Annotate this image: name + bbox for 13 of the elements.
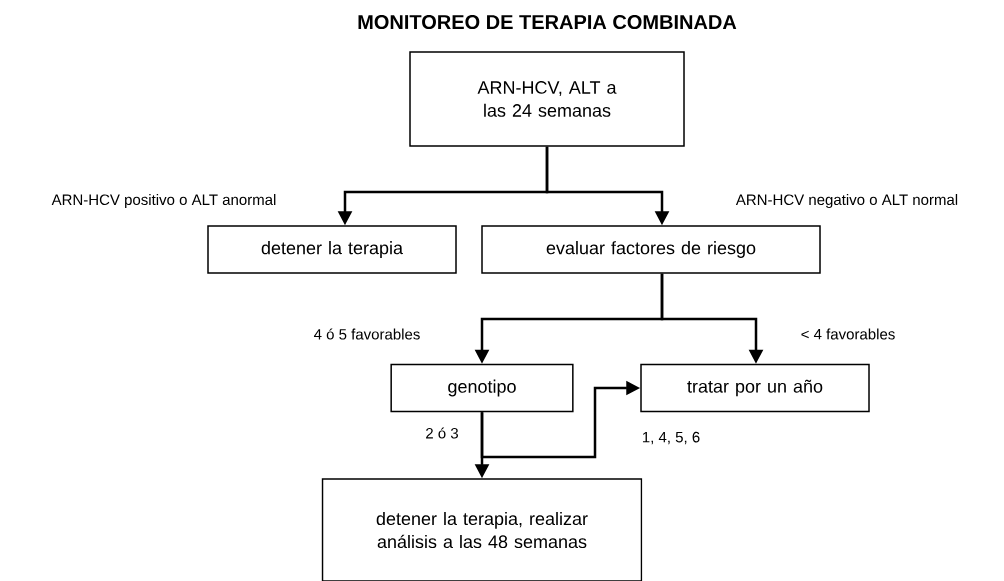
edge-label: 1, 4, 5, 6 <box>640 430 702 446</box>
process-box: detener la terapia, realizar análisis a las 48 semanas <box>321 478 643 581</box>
title: MONITOREO DE TERAPIA COMBINADA <box>358 14 737 30</box>
edge-label: ARN-HCV negativo o ALT normal <box>734 193 960 209</box>
edge-label: < 4 favorables <box>799 327 897 341</box>
process-box: detener la terapia <box>207 225 457 274</box>
process-box: tratar por un año <box>640 363 870 413</box>
process-box: genotipo <box>390 363 574 413</box>
edge-label: 2 ó 3 <box>424 426 460 440</box>
edge-label: 4 ó 5 favorables <box>312 327 422 341</box>
process-box: ARN-HCV, ALT a las 24 semanas <box>409 51 685 147</box>
process-box: evaluar factores de riesgo <box>481 225 821 274</box>
edge-label: ARN-HCV positivo o ALT anormal <box>50 193 278 209</box>
